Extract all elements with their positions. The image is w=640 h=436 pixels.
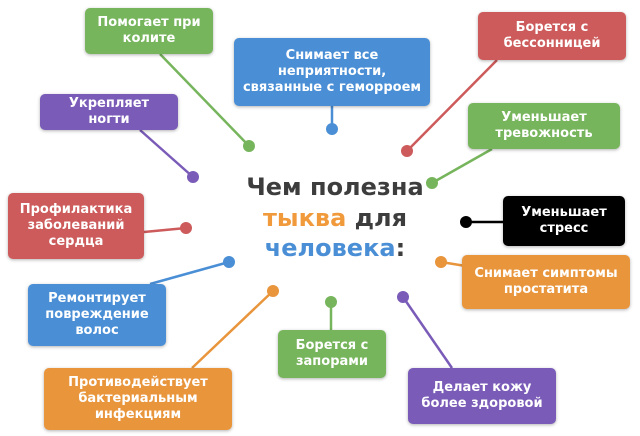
dot-heart — [180, 222, 192, 234]
connector-nails — [139, 129, 194, 178]
benefit-box-hair: Ремонтирует повреждение волос — [28, 284, 166, 346]
benefit-box-hemorrhoids: Снимает все неприятности, связанные с ге… — [234, 38, 430, 106]
dot-stress — [460, 216, 472, 228]
dot-nails — [187, 171, 199, 183]
connector-bacterial — [191, 290, 274, 369]
dot-hair — [223, 256, 235, 268]
benefit-box-constipation: Борется с запорами — [278, 330, 386, 378]
dot-colitis — [243, 140, 255, 152]
title-colon: : — [395, 234, 406, 263]
dot-bacterial — [267, 285, 279, 297]
title-line-1: Чем полезна — [235, 172, 435, 203]
benefit-box-colitis: Помогает при колите — [85, 8, 213, 54]
connector-heart — [143, 226, 187, 234]
connector-skin — [401, 296, 454, 369]
title-text-part1: Чем полезна — [246, 173, 424, 201]
title-line-2: тыква для — [235, 203, 435, 234]
dot-insomnia — [401, 145, 413, 157]
dot-hemorrhoids — [326, 123, 338, 135]
dot-constipation — [325, 296, 337, 308]
dot-skin — [397, 291, 409, 303]
connector-colitis — [159, 53, 250, 147]
connector-insomnia — [406, 59, 498, 152]
benefit-box-bacterial-infections: Противодействует бактериальным инфекциям — [44, 368, 232, 430]
benefit-box-anxiety: Уменьшает тревожность — [468, 103, 620, 149]
title-line-3: человека: — [235, 233, 435, 264]
benefit-box-stress: Уменьшает стресс — [503, 196, 625, 246]
title-text-part2: для — [346, 203, 408, 232]
dot-prostatitis — [435, 256, 447, 268]
benefit-box-skin: Делает кожу более здоровой — [408, 368, 556, 424]
dot-anxiety — [426, 177, 438, 189]
diagram-title: Чем полезна тыква для человека: — [235, 172, 435, 264]
title-word-pumpkin: тыква — [262, 203, 347, 232]
benefit-box-heart-disease: Профилактика заболеваний сердца — [8, 193, 144, 259]
connector-hair — [149, 260, 230, 286]
benefit-box-nails: Укрепляет ногти — [40, 94, 178, 130]
benefit-box-insomnia: Борется с бессонницей — [478, 12, 626, 60]
benefit-box-prostatitis: Снимает симптомы простатита — [462, 255, 630, 309]
title-word-human: человека — [264, 234, 396, 263]
connector-anxiety — [431, 147, 493, 185]
